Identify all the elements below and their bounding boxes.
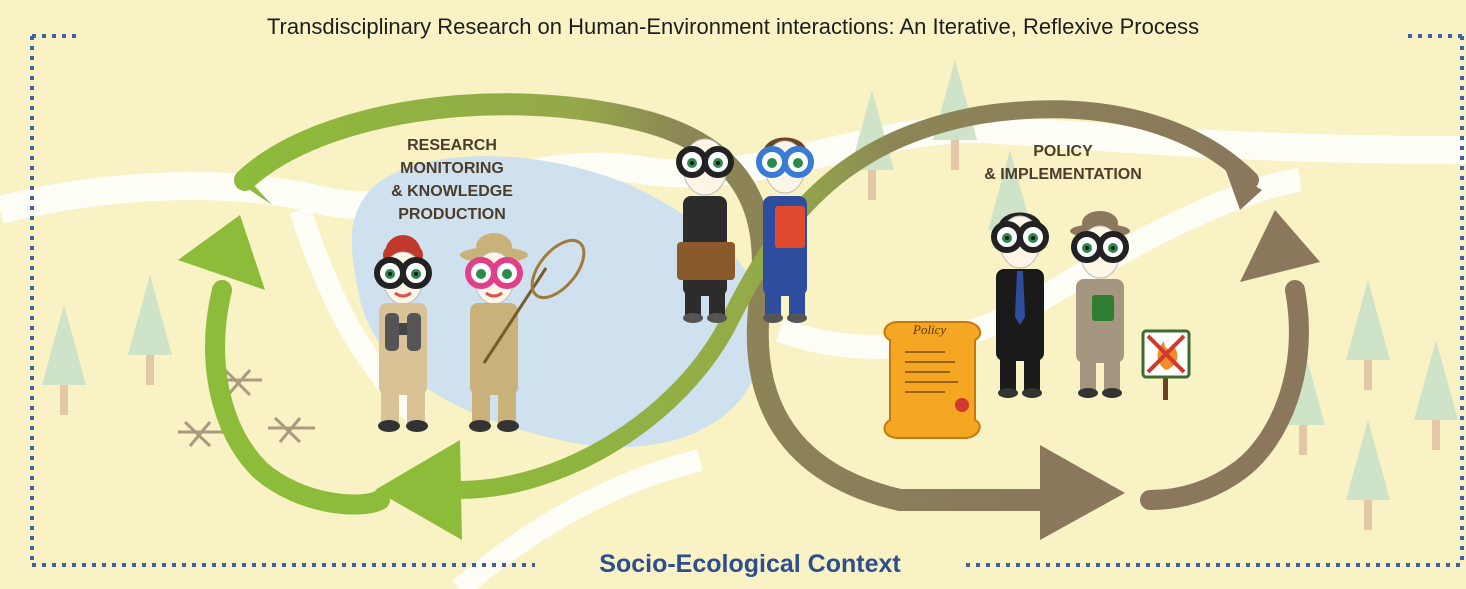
diagram-title: Transdisciplinary Research on Human-Envi… — [266, 14, 1200, 39]
research-label-line: PRODUCTION — [398, 206, 506, 223]
tree-icon — [1346, 420, 1390, 530]
dotted-frame — [30, 34, 1464, 567]
research-label-line: & KNOWLEDGE — [391, 183, 513, 200]
policy-loop-label: POLICY & IMPLEMENTATION — [958, 140, 1168, 186]
research-loop-label: RESEARCH MONITORING & KNOWLEDGE PRODUCTI… — [352, 134, 552, 226]
policy-label-line: & IMPLEMENTATION — [984, 166, 1142, 183]
tree-icon — [1346, 280, 1390, 390]
researcher-binoculars-figure — [377, 235, 429, 432]
infinity-loop — [205, 93, 1309, 515]
clipboard-icon — [775, 206, 805, 248]
lake — [351, 156, 764, 448]
left-up-arrowhead — [178, 215, 265, 290]
policy-maker-figure — [994, 212, 1046, 398]
policy-label-line: POLICY — [1033, 143, 1093, 160]
briefcase-icon — [677, 242, 735, 280]
left-forward-arrowhead — [375, 440, 462, 540]
tree-icon — [1414, 340, 1458, 450]
researcher-net-figure — [460, 233, 586, 432]
scroll-label: Policy — [912, 322, 946, 337]
ranger-figure — [1070, 211, 1130, 398]
picnic-table-icon — [178, 368, 315, 448]
scientist-briefcase-figure — [677, 138, 735, 323]
policy-scroll-icon — [883, 321, 982, 439]
research-label-line: RESEARCH — [407, 137, 497, 154]
socio-ecological-context-label: Socio-Ecological Context — [599, 550, 901, 578]
tree-icon — [42, 305, 86, 415]
research-label-line: MONITORING — [400, 160, 504, 177]
scientist-clipboard-figure — [756, 137, 814, 323]
right-return-arc — [1140, 280, 1309, 510]
right-forward-arrowhead — [1040, 445, 1125, 540]
butterfly-net-icon — [482, 239, 586, 364]
right-up-arrowhead — [1240, 210, 1320, 282]
road — [452, 449, 703, 589]
loop-crossing-lower — [451, 100, 1259, 499]
no-fire-sign-icon — [1141, 329, 1191, 400]
left-return-arc — [205, 280, 390, 515]
binoculars-icon — [385, 313, 421, 351]
loop-crossing-upper — [234, 93, 1051, 511]
tree-icon — [128, 275, 172, 385]
